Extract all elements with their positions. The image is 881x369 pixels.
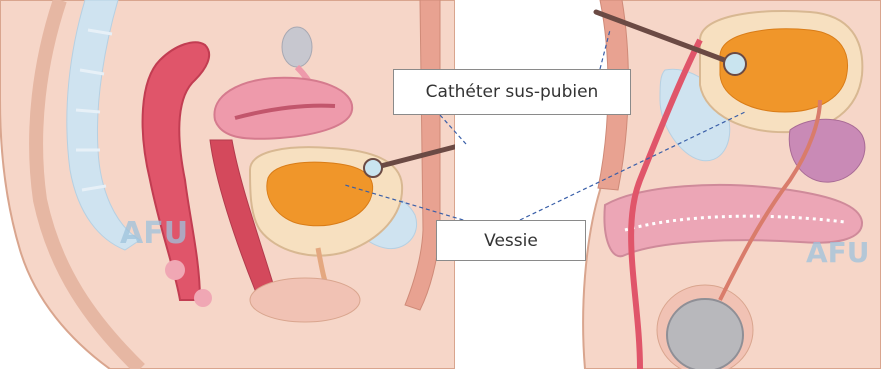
perineal-detail — [165, 260, 185, 280]
panel-gap — [455, 0, 585, 369]
testis — [667, 299, 743, 369]
male-catheter-balloon — [724, 53, 746, 75]
female-pelvis-illustration: AFU — [0, 0, 466, 369]
ovary — [282, 27, 312, 67]
male-pelvis-illustration: AFU — [583, 0, 881, 369]
perineum — [250, 278, 360, 322]
catheter-label: Cathéter sus-pubien — [393, 69, 631, 115]
bladder-label: Vessie — [436, 220, 586, 261]
female-catheter-balloon — [364, 159, 382, 177]
perineal-detail — [194, 289, 212, 307]
watermark-right: AFU — [806, 236, 870, 269]
watermark-left: AFU — [120, 216, 188, 251]
